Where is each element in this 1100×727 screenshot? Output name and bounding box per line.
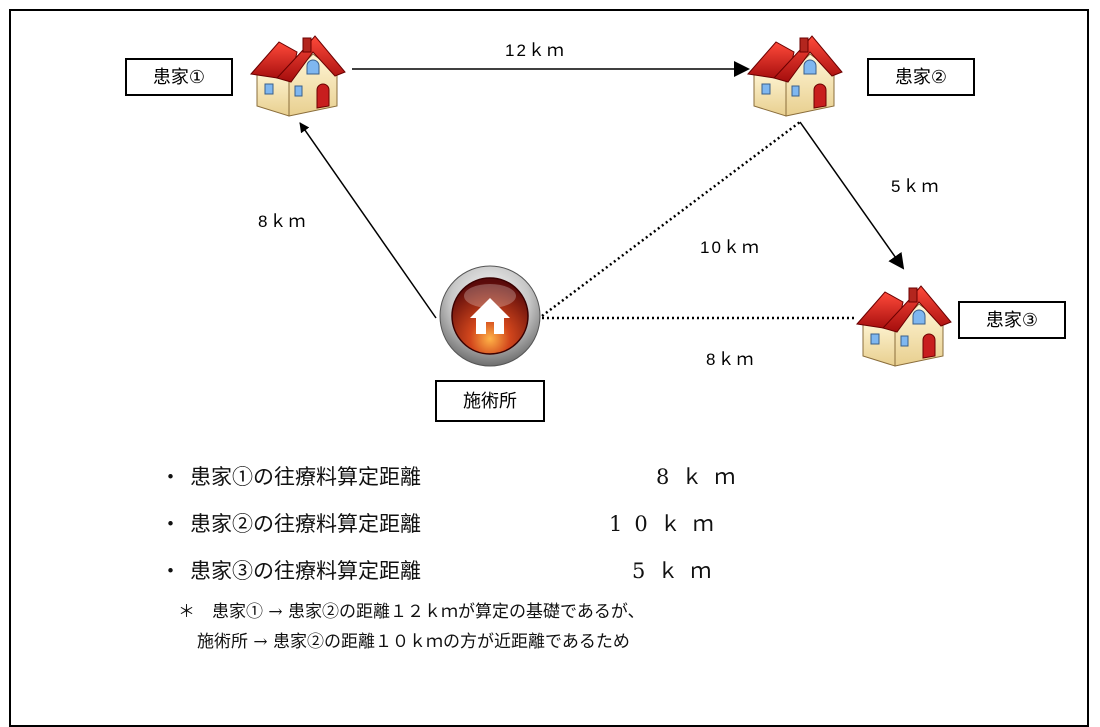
- bullet: ・: [160, 512, 181, 536]
- house-icon: [747, 35, 843, 117]
- home-button-icon: [439, 265, 541, 367]
- edge-label-patient2-to-patient3: 5ｋｍ: [891, 177, 941, 196]
- summary-value: 8ｋｍ: [656, 465, 748, 489]
- edge-clinic-to-patient2: [541, 121, 801, 317]
- label-clinic: 施術所: [435, 380, 545, 422]
- label-patient1: 患家①: [125, 58, 233, 96]
- house-icon: [856, 285, 952, 367]
- note-line-2: 施術所 → 患家②の距離１０ｋｍの方が近距離であるため: [197, 632, 630, 652]
- note-line-1: ＊ 患家① → 患家②の距離１２ｋｍが算定の基礎であるが、: [178, 602, 645, 622]
- edge-label-clinic-to-patient3: 8ｋｍ: [706, 350, 756, 369]
- summary-value: 10ｋｍ: [609, 512, 726, 536]
- summary-text: 患家①の往療料算定距離: [190, 465, 421, 489]
- bullet: ・: [160, 559, 181, 583]
- summary-value: 5ｋｍ: [632, 559, 724, 583]
- summary-text: 患家②の往療料算定距離: [190, 512, 421, 536]
- edge-clinic-to-patient1: [299, 122, 437, 319]
- label-patient2: 患家②: [867, 58, 975, 96]
- edge-label-clinic-to-patient2: 10ｋｍ: [700, 238, 761, 257]
- label-patient3: 患家③: [958, 301, 1066, 339]
- edge-label-patient1-to-patient2: 12ｋｍ: [505, 41, 566, 60]
- summary-text: 患家③の往療料算定距離: [190, 559, 421, 583]
- edge-label-clinic-to-patient1: 8ｋｍ: [258, 212, 308, 231]
- house-icon: [250, 35, 346, 117]
- bullet: ・: [160, 465, 181, 489]
- edge-patient2-to-patient3: [799, 121, 905, 270]
